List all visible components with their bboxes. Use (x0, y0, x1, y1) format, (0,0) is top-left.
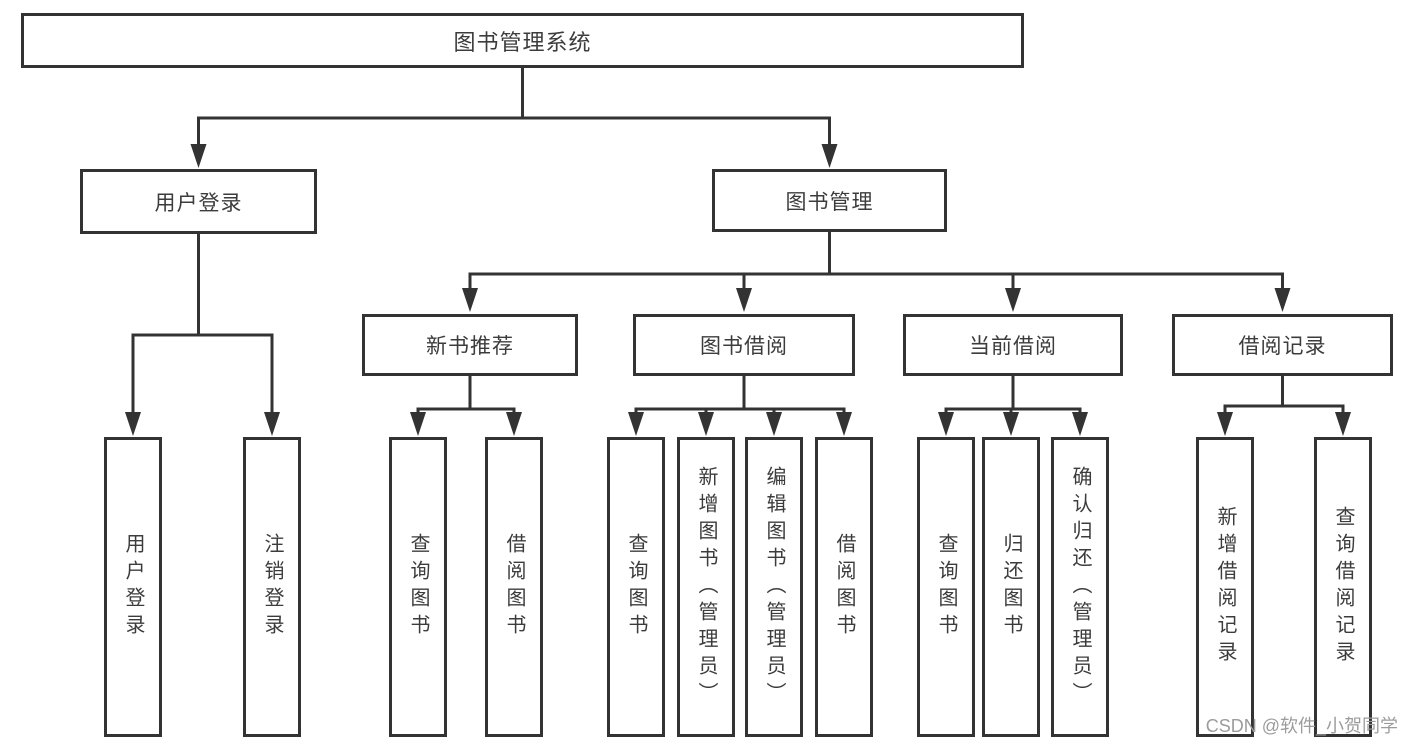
node-new-book-recommend: 新书推荐 (362, 314, 578, 376)
node-root: 图书管理系统 (21, 13, 1024, 68)
leaf-borrow-book-recommend: 借阅图书 (485, 437, 543, 737)
leaf-query-book-recommend-label: 查询图书 (407, 533, 429, 641)
leaf-logout-login: 注销登录 (243, 437, 301, 737)
node-current-borrow-label: 当前借阅 (969, 335, 1057, 358)
leaf-add-borrow-record-label: 新增借阅记录 (1214, 506, 1236, 668)
leaf-confirm-return-admin: 确认归还（管理员） (1051, 437, 1109, 737)
leaf-return-book: 归还图书 (982, 437, 1040, 737)
leaf-borrow-book-recommend-label: 借阅图书 (503, 533, 525, 641)
node-borrow-record: 借阅记录 (1172, 314, 1393, 376)
node-book-management: 图书管理 (712, 169, 947, 232)
node-new-book-recommend-label: 新书推荐 (426, 335, 514, 358)
leaf-query-book-borrow: 查询图书 (607, 437, 665, 737)
leaf-user-login-label: 用户登录 (122, 533, 144, 641)
leaf-edit-book-admin-label: 编辑图书（管理员） (763, 465, 785, 709)
leaf-add-book-admin: 新增图书（管理员） (677, 437, 735, 737)
leaf-query-book-current: 查询图书 (917, 437, 975, 737)
leaf-add-borrow-record: 新增借阅记录 (1196, 437, 1254, 737)
leaf-user-login: 用户登录 (104, 437, 162, 737)
leaf-borrow-book: 借阅图书 (815, 437, 873, 737)
node-root-label: 图书管理系统 (453, 29, 592, 55)
node-book-management-label: 图书管理 (785, 190, 874, 214)
leaf-add-book-admin-label: 新增图书（管理员） (695, 465, 717, 709)
node-user-login: 用户登录 (80, 169, 317, 234)
leaf-logout-login-label: 注销登录 (261, 533, 283, 641)
csdn-watermark: CSDN @软件_小贺同学 (1205, 716, 1398, 736)
leaf-query-book-recommend: 查询图书 (389, 437, 447, 737)
leaf-query-borrow-record: 查询借阅记录 (1314, 437, 1372, 737)
node-borrow-record-label: 借阅记录 (1238, 335, 1327, 358)
leaf-edit-book-admin: 编辑图书（管理员） (745, 437, 803, 737)
node-book-borrow: 图书借阅 (633, 314, 855, 376)
node-current-borrow: 当前借阅 (903, 314, 1123, 376)
node-book-borrow-label: 图书借阅 (700, 335, 788, 358)
leaf-query-borrow-record-label: 查询借阅记录 (1332, 506, 1354, 668)
leaf-query-book-current-label: 查询图书 (935, 533, 957, 641)
leaf-borrow-book-label: 借阅图书 (833, 533, 855, 641)
leaf-return-book-label: 归还图书 (1000, 533, 1022, 641)
leaf-confirm-return-admin-label: 确认归还（管理员） (1069, 465, 1091, 709)
node-user-login-label: 用户登录 (154, 191, 243, 215)
leaf-query-book-borrow-label: 查询图书 (625, 533, 647, 641)
